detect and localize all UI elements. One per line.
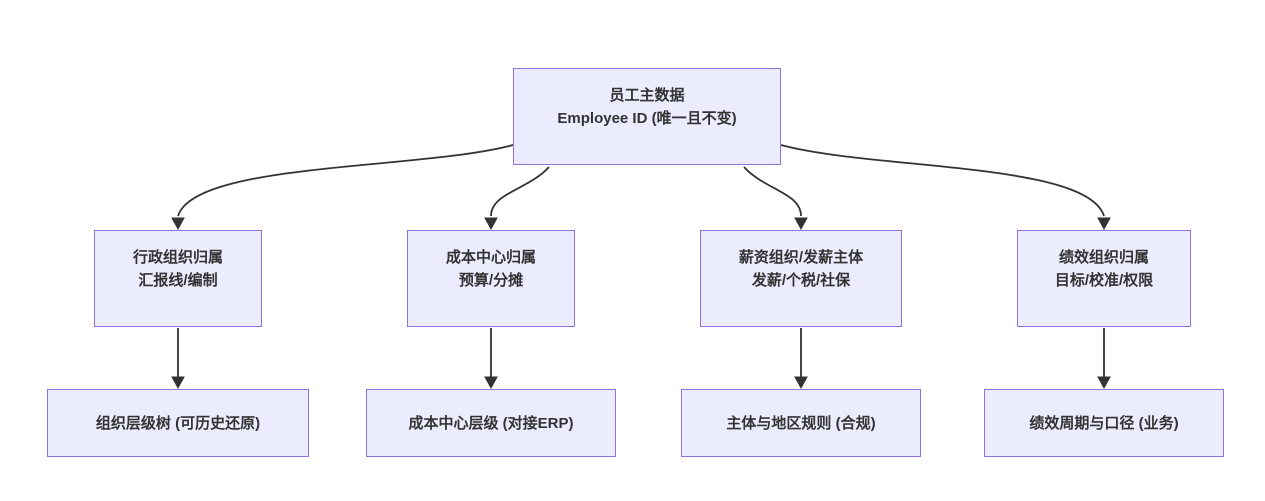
node-performance-org-affiliation: 绩效组织归属 目标/校准/权限 — [1017, 230, 1191, 327]
node-org-hierarchy-tree: 组织层级树 (可历史还原) — [47, 389, 309, 457]
node-cost-center-hierarchy: 成本中心层级 (对接ERP) — [366, 389, 616, 457]
arrowhead-org-tree — [171, 376, 185, 390]
node-label-line: 薪资组织/发薪主体 — [738, 248, 864, 266]
node-label-line: 汇报线/编制 — [138, 271, 218, 289]
arrowhead-perf-cycle — [1097, 376, 1111, 390]
node-label-line: 绩效组织归属 — [1058, 248, 1149, 266]
node-label-line: 目标/校准/权限 — [1054, 271, 1154, 289]
node-label-line: 员工主数据 — [609, 86, 685, 104]
edge-root-to-cost-center — [490, 166, 550, 217]
node-label-line: 组织层级树 (可历史还原) — [95, 414, 261, 432]
edge-root-to-performance — [780, 144, 1105, 217]
node-entity-region-rules: 主体与地区规则 (合规) — [681, 389, 921, 457]
node-performance-cycle-caliber: 绩效周期与口径 (业务) — [984, 389, 1224, 457]
arrowhead-cost-hierarchy — [484, 376, 498, 390]
node-cost-center-affiliation: 成本中心归属 预算/分摊 — [407, 230, 575, 327]
arrowhead-entity-rules — [794, 376, 808, 390]
arrowhead-performance — [1097, 217, 1111, 231]
arrowhead-admin-org — [171, 217, 185, 231]
node-payroll-org-entity: 薪资组织/发薪主体 发薪/个税/社保 — [700, 230, 902, 327]
node-label-line: 绩效周期与口径 (业务) — [1029, 414, 1179, 432]
edge-root-to-admin-org — [177, 144, 514, 217]
edge-root-to-payroll — [743, 166, 802, 217]
node-admin-org-affiliation: 行政组织归属 汇报线/编制 — [94, 230, 262, 327]
node-label-line: 主体与地区规则 (合规) — [726, 414, 876, 432]
arrowhead-cost-center — [484, 217, 498, 231]
arrowhead-payroll — [794, 217, 808, 231]
node-label-line: 成本中心归属 — [445, 248, 536, 266]
node-label-line: 发薪/个税/社保 — [751, 271, 851, 289]
node-label-line: 成本中心层级 (对接ERP) — [408, 414, 574, 432]
node-label-line: 行政组织归属 — [132, 248, 223, 266]
node-employee-master-data: 员工主数据 Employee ID (唯一且不变) — [513, 68, 781, 165]
node-label-line: Employee ID (唯一且不变) — [557, 109, 737, 127]
node-label-line: 预算/分摊 — [458, 271, 524, 289]
